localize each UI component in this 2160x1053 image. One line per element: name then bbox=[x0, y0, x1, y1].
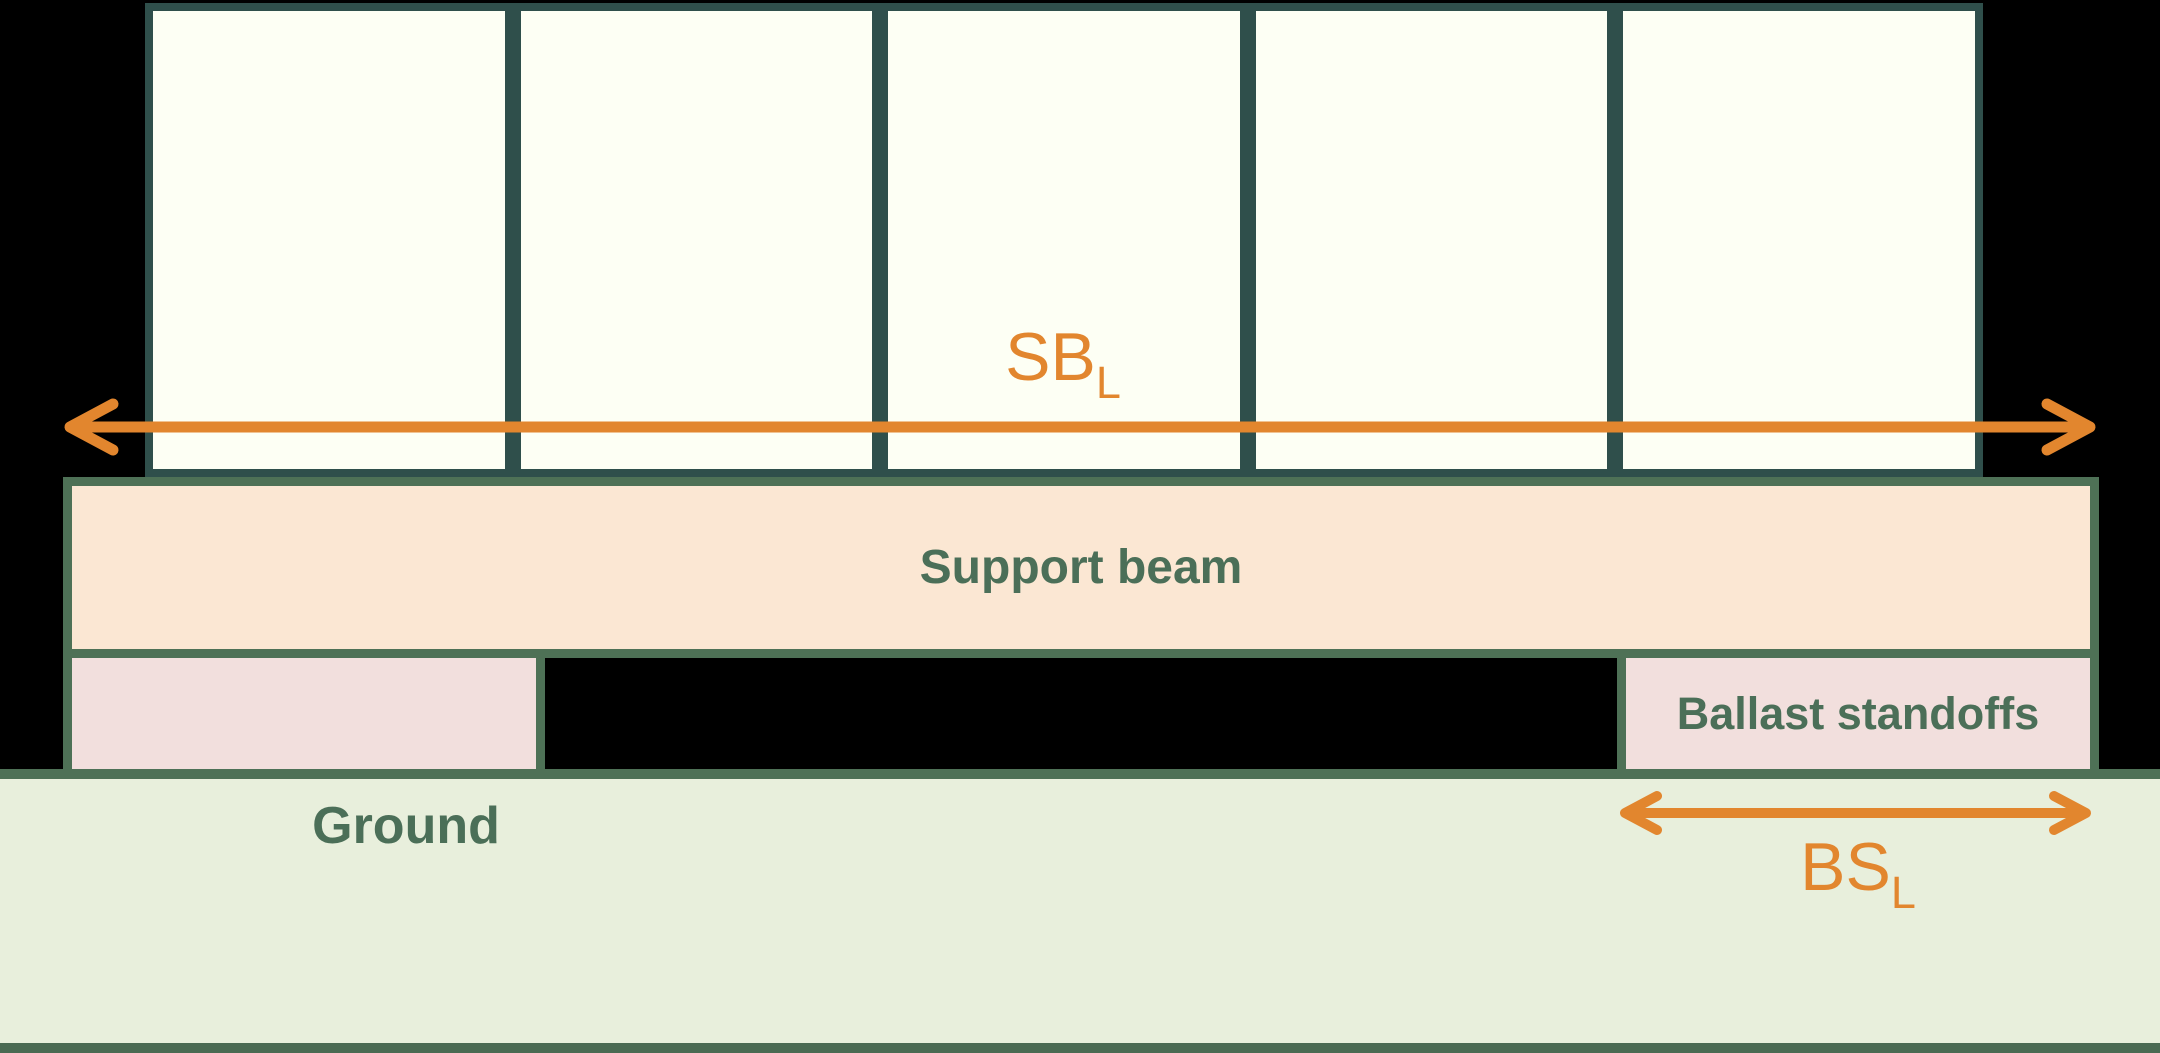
arrow-right-head-icon bbox=[2041, 398, 2096, 456]
solar-panel bbox=[1615, 3, 1983, 477]
ground-label: Ground bbox=[312, 797, 500, 855]
arrow-left-head-icon bbox=[64, 398, 119, 456]
solar-panel bbox=[145, 3, 513, 477]
ballast-standoff-left bbox=[63, 658, 545, 769]
sb-length-label: SBL bbox=[1005, 323, 1121, 405]
support-beam-label: Support beam bbox=[919, 540, 1243, 594]
bs-length-label: BSL bbox=[1800, 833, 1916, 915]
bs-subscript: L bbox=[1890, 867, 1916, 918]
solar-panel bbox=[512, 3, 881, 477]
bs-symbol: BS bbox=[1800, 829, 1891, 905]
solar-panel bbox=[880, 3, 1248, 477]
sb-symbol: SB bbox=[1005, 319, 1096, 395]
support-beam: Support beam bbox=[63, 477, 2099, 658]
panel-array bbox=[145, 3, 1983, 477]
solar-panel bbox=[1247, 3, 1616, 477]
ballast-standoffs-label: Ballast standoffs bbox=[1676, 688, 2040, 739]
ballast-standoff-right: Ballast standoffs bbox=[1617, 658, 2099, 769]
sb-subscript: L bbox=[1095, 357, 1121, 408]
